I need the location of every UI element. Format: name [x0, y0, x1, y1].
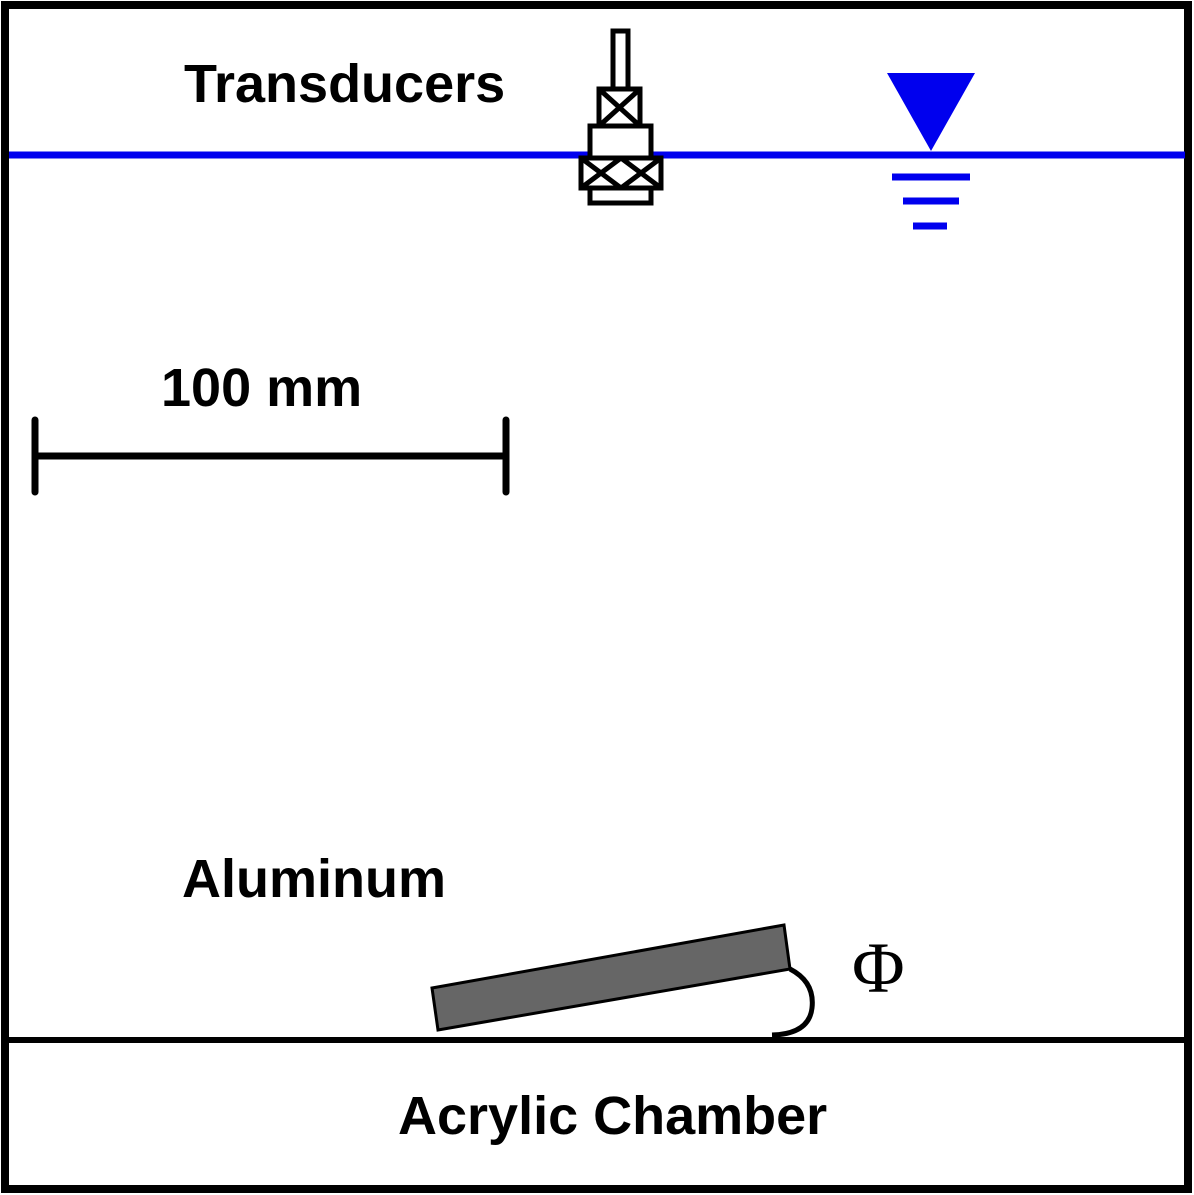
tilt-angle-arc: [771, 966, 815, 1038]
scale-bar-label: 100 mm: [161, 358, 362, 418]
aluminum-label: Aluminum: [182, 849, 446, 909]
transducers-label: Transducers: [184, 54, 505, 114]
acrylic-chamber-label: Acrylic Chamber: [398, 1086, 827, 1146]
angle-symbol: Φ: [852, 928, 905, 1008]
water-level-symbol-icon: [887, 73, 975, 230]
scale-bar: [31, 416, 510, 496]
transducer-icon: [578, 28, 664, 206]
